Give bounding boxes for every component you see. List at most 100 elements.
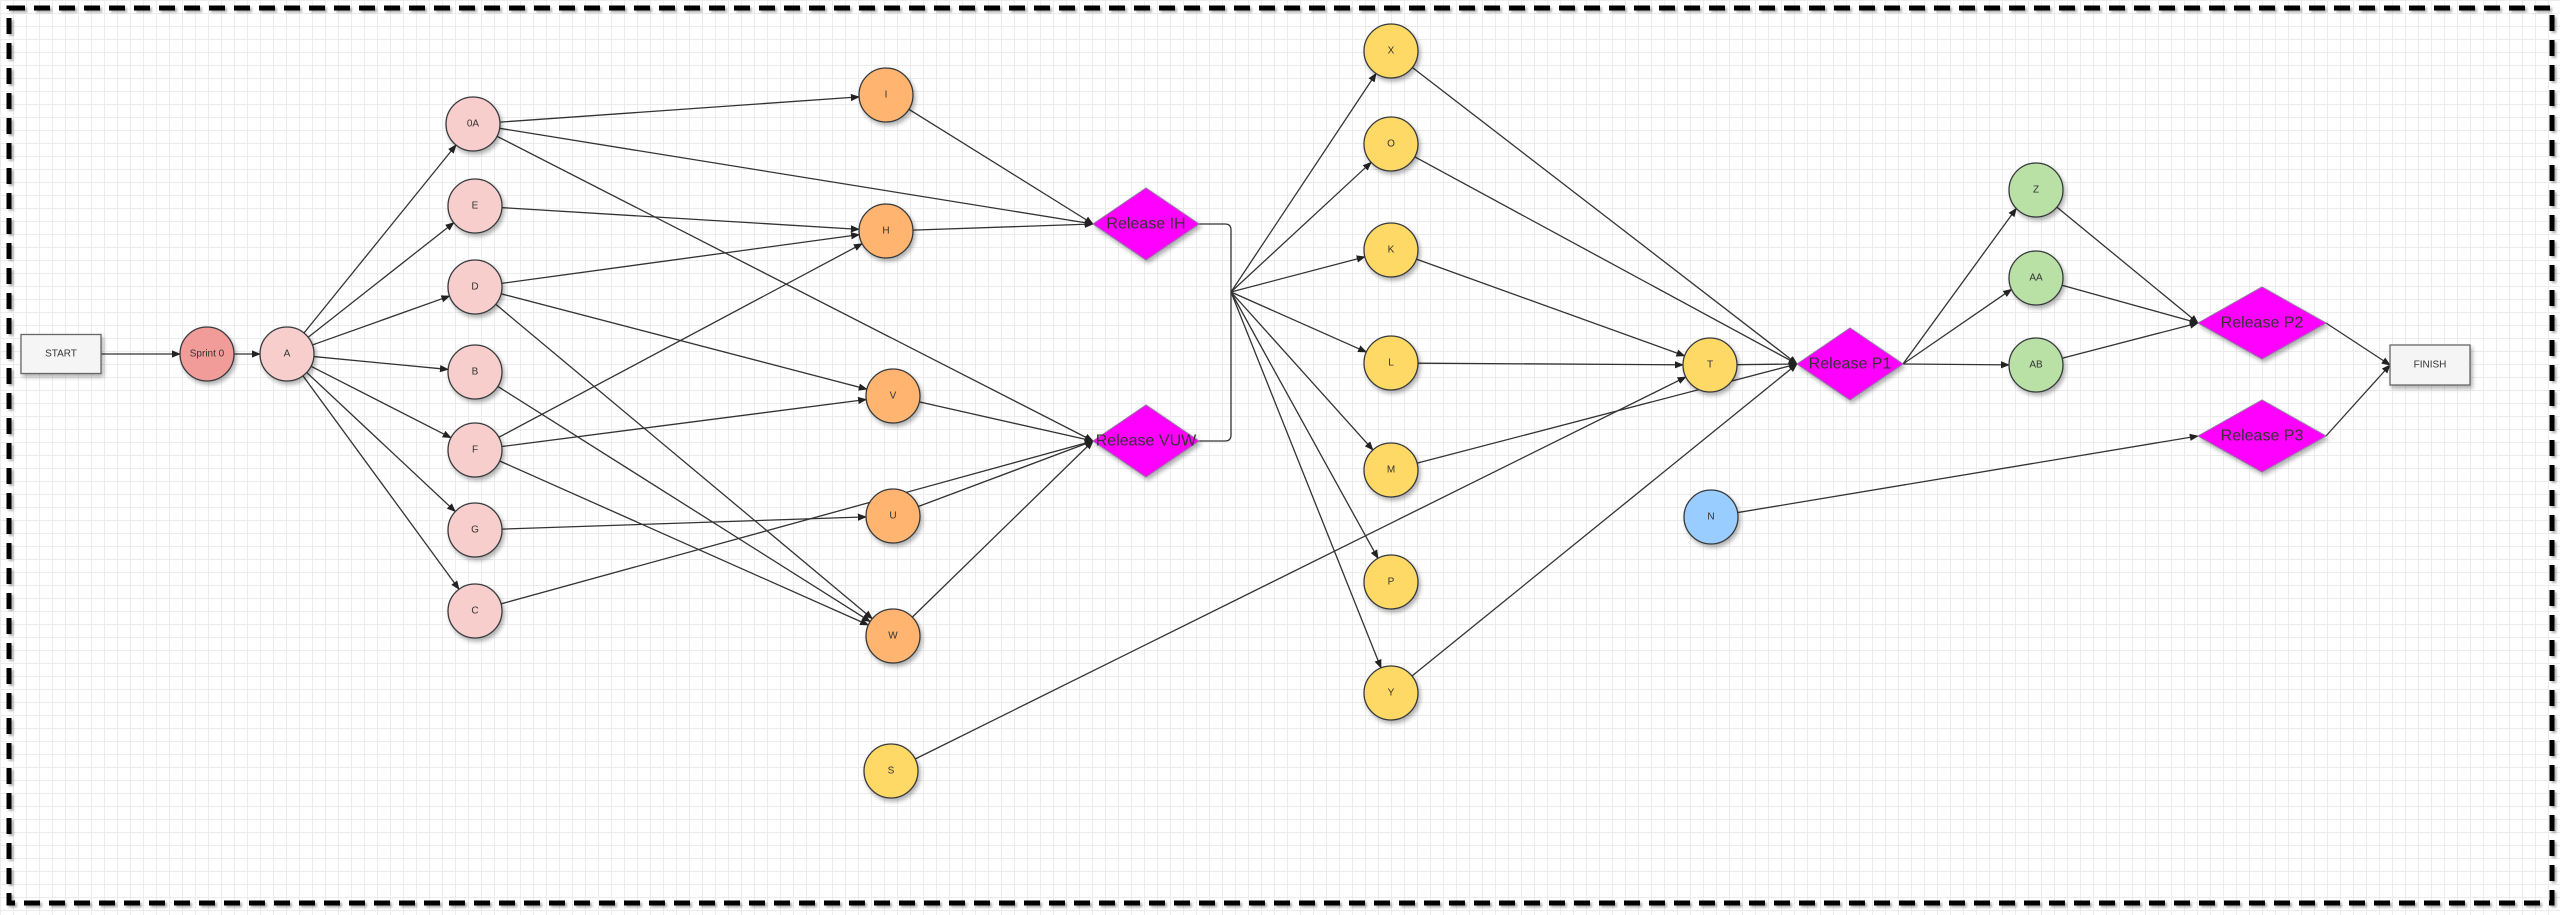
node-k[interactable]: K [1363,222,1419,278]
circle-shape [1363,554,1419,610]
node-label: D [471,282,478,293]
diamond-shape [1092,187,1200,261]
rect-shape [20,333,102,375]
node-label: Release P3 [2221,428,2304,445]
node-h[interactable]: H [858,203,914,259]
edge-RP1-to-AA [1902,288,2013,365]
edge-JUNCTION-to-M [1230,291,1374,451]
node-e[interactable]: E [447,178,503,234]
node-0a[interactable]: 0A [445,96,501,152]
node-label: T [1707,360,1713,371]
circle-shape [1363,23,1419,79]
edge-AA-to-RP2 [2061,284,2199,325]
node-label: O [1387,139,1395,150]
node-i[interactable]: I [858,67,914,123]
node-c[interactable]: C [447,583,503,639]
node-s[interactable]: S [863,743,919,799]
edges-layer [101,66,2391,760]
node-s0[interactable]: Sprint 0 [179,326,235,382]
node-finish[interactable]: FINISH [2389,344,2471,386]
circle-shape [447,259,503,315]
node-a[interactable]: A [259,326,315,382]
node-label: Release P2 [2221,315,2304,332]
node-label: START [45,349,77,360]
node-v[interactable]: V [865,368,921,424]
node-label: AB [2029,360,2043,371]
circle-shape [1363,665,1419,721]
node-rp3[interactable]: Release P3 [2196,399,2328,473]
edge-L-to-T [1417,361,1684,369]
node-y[interactable]: Y [1363,665,1419,721]
edge-JUNCTION-to-L [1230,291,1368,353]
node-p[interactable]: P [1363,554,1419,610]
edge-0A-to-I [499,93,860,123]
diamond-shape [2196,399,2328,473]
node-label: P [1388,577,1395,588]
circle-shape [1363,335,1419,391]
diamond-shape [2196,286,2328,360]
node-m[interactable]: M [1363,442,1419,498]
node-label: V [890,391,897,402]
node-rp2[interactable]: Release P2 [2196,286,2328,360]
edge-F-to-H [498,243,863,438]
node-t[interactable]: T [1682,337,1738,393]
edge-D-to-W [495,303,873,620]
node-f[interactable]: F [447,422,503,478]
node-label: Release IH [1106,216,1185,233]
node-l[interactable]: L [1363,335,1419,391]
edge-Y-to-RP1 [1411,363,1798,677]
node-aa[interactable]: AA [2008,250,2064,306]
edge-A-to-0A [303,144,457,334]
circle-shape [447,422,503,478]
edge-D-to-H [501,232,861,284]
node-label: Y [1388,688,1395,699]
node-label: C [471,606,478,617]
circle-shape [865,488,921,544]
edge-RP1-to-AB [1902,361,2010,369]
node-d[interactable]: D [447,259,503,315]
node-label: S [888,766,895,777]
node-label: G [471,525,479,536]
node-n[interactable]: N [1683,489,1739,545]
edge-F-to-V [501,396,868,448]
node-label: X [1388,46,1395,57]
node-rvuw[interactable]: Release VUW [1092,404,1200,478]
edge-A-to-G [306,371,456,513]
node-label: E [472,201,479,212]
node-o[interactable]: O [1363,116,1419,172]
node-z[interactable]: Z [2008,162,2064,218]
edge-Z-to-RP2 [2056,206,2199,324]
node-ab[interactable]: AB [2008,337,2064,393]
node-rp1[interactable]: Release P1 [1796,327,1904,401]
edge-RIH-to-junction [1199,223,1232,292]
edge-K-to-T [1416,258,1686,357]
circle-shape [445,96,501,152]
edge-AB-to-RP2 [2061,321,2199,359]
node-u[interactable]: U [865,488,921,544]
node-rih[interactable]: Release IH [1092,187,1200,261]
edge-O-to-RP1 [1414,156,1798,365]
node-label: W [888,631,898,642]
node-label: U [889,511,896,522]
node-b[interactable]: B [447,344,503,400]
node-start[interactable]: START [20,333,102,375]
edge-X-to-RP1 [1411,66,1798,365]
nodes-layer: START Sprint 0 A 0A E D BF G C I H V U W Release IH Rel… [20,23,2471,799]
edge-JUNCTION-to-X [1230,72,1377,293]
edge-M-to-RP1 [1416,362,1798,464]
edge-RP2-to-FINISH [2325,322,2391,366]
edge-N-to-RP3 [1737,433,2199,514]
circle-shape [447,583,503,639]
edge-RP3-to-FINISH [2325,364,2391,437]
edge-RP1-to-Z [1902,207,2017,365]
edge-H-to-RIH [912,220,1094,231]
edge-G-to-U [501,513,867,530]
edge-A-to-D [312,295,451,346]
node-x[interactable]: X [1363,23,1419,79]
circle-shape [863,743,919,799]
node-g[interactable]: G [447,502,503,558]
node-label: Z [2033,185,2039,196]
edge-A-to-F [310,365,452,439]
node-w[interactable]: W [865,608,921,664]
